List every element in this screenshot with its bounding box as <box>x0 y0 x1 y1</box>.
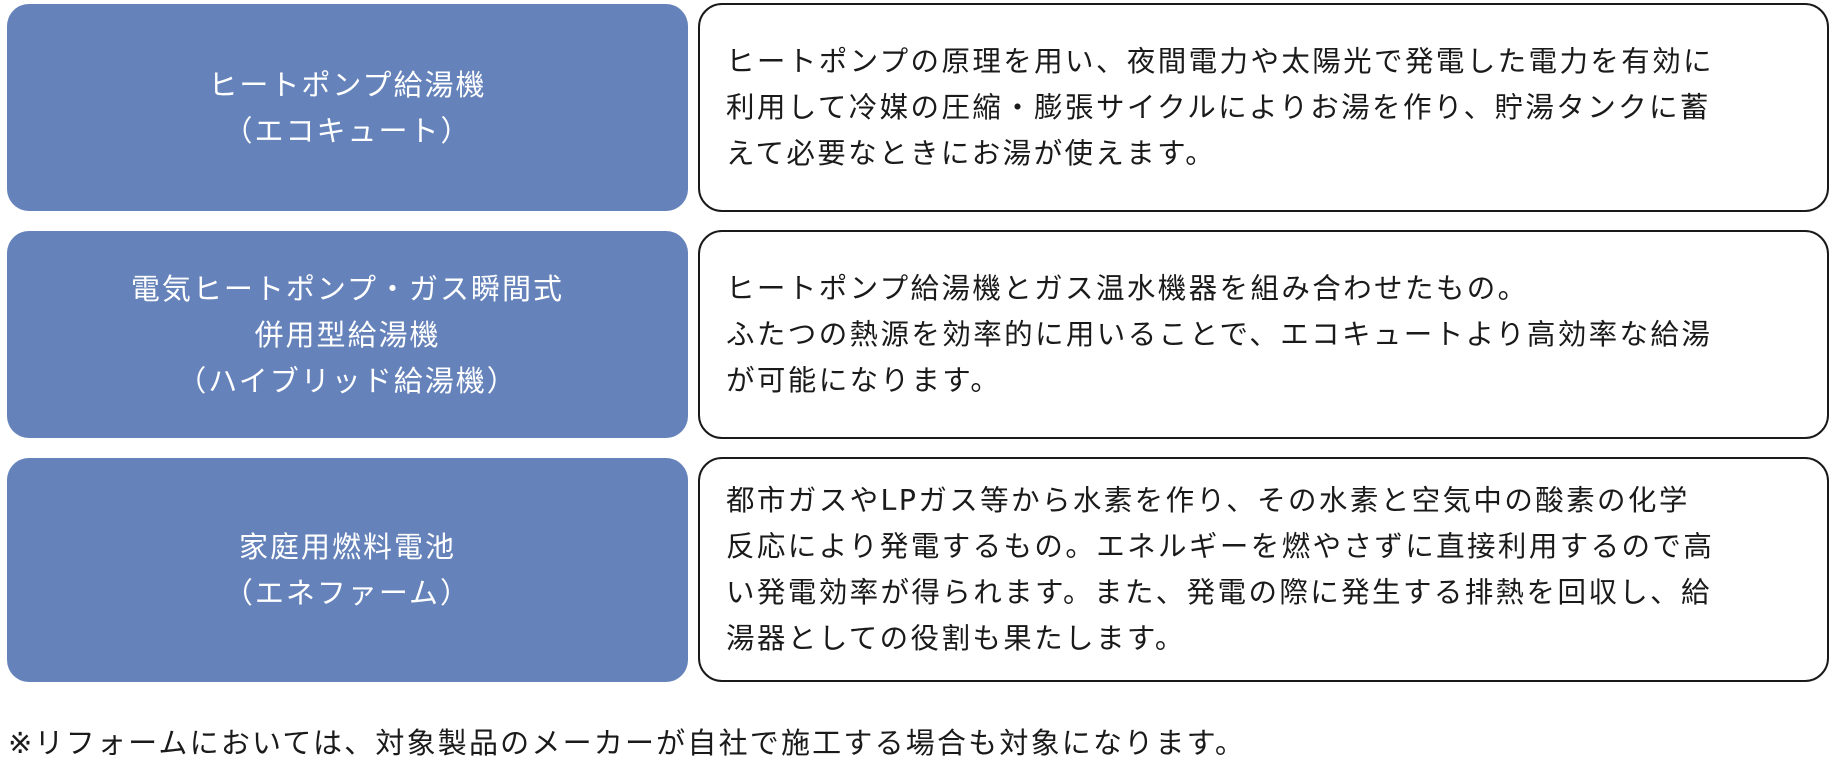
equipment-description: ヒートポンプの原理を用い、夜間電力や太陽光で発電した電力を有効に 利用して冷媒の… <box>726 44 1714 170</box>
footnote: ※リフォームにおいては、対象製品のメーカーが自社で施工する場合も対象になります。 <box>8 726 1247 760</box>
equipment-description-cell: ヒートポンプ給湯機とガス温水機器を組み合わせたもの。 ふたつの熱源を効率的に用い… <box>698 230 1829 439</box>
equipment-description-cell: ヒートポンプの原理を用い、夜間電力や太陽光で発電した電力を有効に 利用して冷媒の… <box>698 3 1829 212</box>
equipment-description: 都市ガスやLPガス等から水素を作り、その水素と空気中の酸素の化学 反応により発電… <box>726 483 1715 655</box>
equipment-name: ヒートポンプ給湯機 （エコキュート） <box>208 67 487 148</box>
equipment-name-cell: 電気ヒートポンプ・ガス瞬間式 併用型給湯機 （ハイブリッド給湯機） <box>7 231 688 438</box>
equipment-name: 家庭用燃料電池 （エネファーム） <box>223 530 472 610</box>
equipment-name-cell: ヒートポンプ給湯機 （エコキュート） <box>7 4 688 211</box>
equipment-description: ヒートポンプ給湯機とガス温水機器を組み合わせたもの。 ふたつの熱源を効率的に用い… <box>726 271 1713 397</box>
equipment-description-cell: 都市ガスやLPガス等から水素を作り、その水素と空気中の酸素の化学 反応により発電… <box>698 457 1829 682</box>
equipment-name: 電気ヒートポンプ・ガス瞬間式 併用型給湯機 （ハイブリッド給湯機） <box>130 271 565 398</box>
equipment-name-cell: 家庭用燃料電池 （エネファーム） <box>7 458 688 682</box>
